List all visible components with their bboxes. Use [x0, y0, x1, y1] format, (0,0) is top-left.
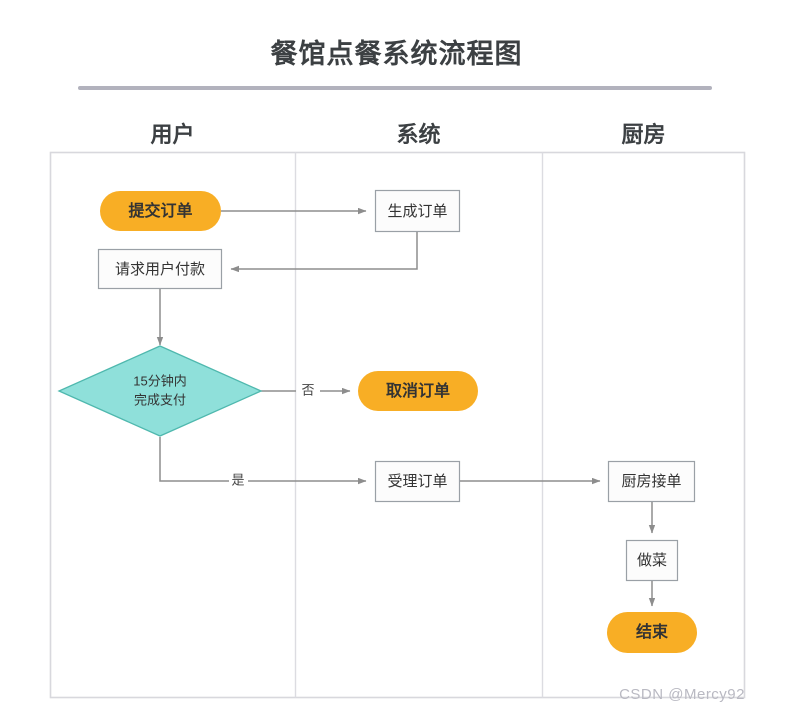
title-divider [78, 86, 712, 90]
lane-header-user: 用户 [150, 122, 195, 147]
node-decision-label-line1: 15分钟内 [133, 373, 186, 388]
node-kitchen-accept-label: 厨房接单 [621, 473, 681, 490]
node-kitchen-accept[interactable]: 厨房接单 [607, 460, 696, 503]
page-title: 餐馆点餐系统流程图 [270, 39, 523, 69]
lane-header-system: 系统 [396, 122, 441, 147]
edge-label-yes: 是 [231, 472, 244, 487]
edge-create-to-request [230, 231, 418, 273]
node-create-order-label: 生成订单 [387, 203, 447, 220]
node-request-payment-label: 请求用户付款 [115, 261, 205, 278]
node-cook[interactable]: 做菜 [625, 539, 679, 582]
node-decision-pay-in-15min[interactable]: 15分钟内 完成支付 [57, 345, 263, 437]
node-accept-order[interactable]: 受理订单 [374, 460, 461, 503]
node-decision-label-line2: 完成支付 [134, 392, 186, 407]
node-request-payment[interactable]: 请求用户付款 [97, 248, 223, 290]
lane-header-kitchen: 厨房 [621, 122, 666, 147]
node-end-label: 结束 [635, 622, 669, 641]
watermark: CSDN @Mercy92 [619, 686, 745, 703]
node-accept-order-label: 受理订单 [387, 473, 447, 490]
edge-layer [156, 207, 656, 607]
node-cook-label: 做菜 [637, 552, 667, 569]
node-end[interactable]: 结束 [607, 612, 697, 653]
node-cancel-order-label: 取消订单 [386, 381, 450, 400]
node-submit-order-label: 提交订单 [128, 201, 192, 220]
edge-decision-yes [159, 437, 229, 482]
node-cancel-order[interactable]: 取消订单 [358, 371, 478, 411]
edge-label-no: 否 [301, 382, 314, 397]
node-submit-order[interactable]: 提交订单 [100, 191, 221, 231]
node-create-order[interactable]: 生成订单 [374, 189, 461, 233]
